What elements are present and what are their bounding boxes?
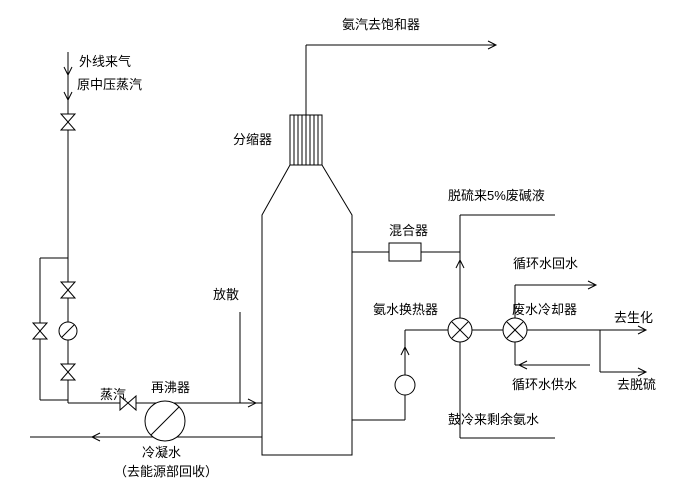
label-mixer: 混合器: [389, 223, 429, 238]
label-waste-alkali-from-desulf: 脱硫来5%废碱液: [448, 188, 545, 203]
label-ammonia-vapor-to-saturator: 氨汽去饱和器: [342, 17, 421, 32]
valve-icon: [59, 363, 77, 381]
label-to-biochemical: 去生化: [614, 310, 654, 325]
label-circulating-water-return: 循环水回水: [513, 256, 579, 271]
flow-arrow: [63, 66, 73, 77]
label-vent: 放散: [213, 287, 240, 302]
flow-arrow: [487, 40, 498, 50]
valve-icon: [31, 322, 49, 340]
valve-icon: [119, 394, 137, 412]
stripping-column-vessel: [261, 114, 353, 456]
flow-arrow: [517, 360, 528, 370]
label-waste-water-cooler: 废水冷却器: [512, 302, 578, 317]
valve-icon: [59, 113, 77, 131]
pump-icon: [394, 374, 416, 396]
label-original-mp-steam: 原中压蒸汽: [77, 77, 143, 92]
label-reboiler: 再沸器: [151, 380, 191, 395]
flow-arrow: [90, 432, 101, 442]
label-dephlegmator: 分缩器: [233, 132, 273, 147]
mixer-box: [388, 242, 422, 262]
dephlegmator-hatch: [293, 115, 319, 165]
label-steam: 蒸汽: [100, 387, 127, 402]
label-outside-line-gas: 外线来气: [79, 54, 132, 69]
label-ammonia-heat-exchanger: 氨水换热器: [373, 302, 439, 317]
flow-arrows: [63, 40, 648, 442]
waste-water-cooler-icon: [502, 317, 528, 343]
label-condensate: 冷凝水: [142, 445, 182, 460]
pressure-regulator-icon: [58, 321, 78, 341]
flow-arrow: [637, 325, 648, 335]
reboiler-icon: [144, 400, 186, 442]
ammonia-heat-exchanger-icon: [447, 317, 473, 343]
flow-arrow: [637, 367, 648, 377]
label-condensate-note: （去能源部回收）: [114, 464, 219, 479]
label-circulating-water-supply: 循环水供水: [512, 377, 578, 392]
flow-arrow: [63, 91, 73, 102]
flow-arrow: [247, 398, 258, 408]
label-surplus-ammonia: 鼓冷来剩余氨水: [448, 412, 540, 427]
valve-icon: [59, 281, 77, 299]
flow-arrow: [455, 258, 465, 269]
label-to-desulfurization: 去脱硫: [617, 377, 657, 392]
flow-arrow: [400, 345, 410, 356]
flow-arrow: [587, 280, 598, 290]
